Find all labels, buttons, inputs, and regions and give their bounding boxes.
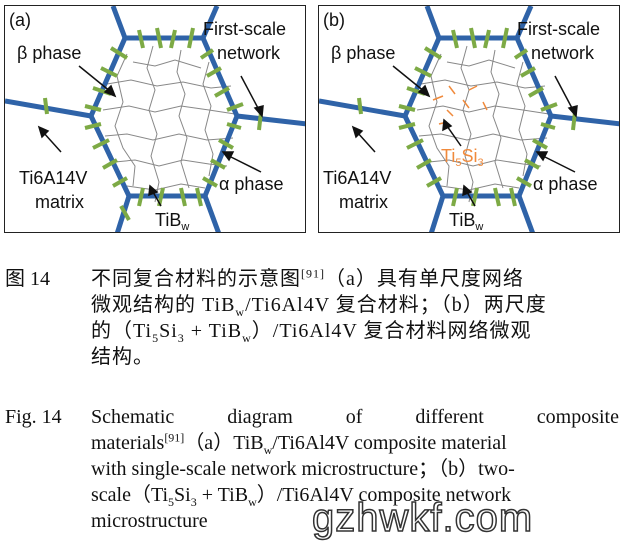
caption-cn-number: 图 14 [5,268,50,290]
first-scale-network [5,6,305,232]
first-scale-label-line1: First-scale [517,19,600,39]
tibw-label: TiBw [155,210,189,233]
alpha-phase-label: α phase [533,174,597,194]
alpha-phase-label: α phase [219,174,283,194]
caption-en-line3: with single-scale network microstructure… [91,458,515,480]
tibw-label: TiBw [449,210,483,233]
caption-cn-line2: 微观结构的 TiBw/Ti6Al4V 复合材料；（b）两尺度 [91,294,547,319]
ti5si3-particles [432,85,488,125]
beta-phase-label: β phase [17,43,81,63]
first-scale-label-line2: network [531,43,595,63]
watermark-text: gzhwkf.com [311,495,534,541]
first-scale-label-line1: First-scale [203,19,286,39]
caption-en-line1: Schematic diagram of different composite [91,406,619,428]
beta-phase-label: β phase [331,43,395,63]
matrix-label-line2: matrix [35,192,84,212]
caption-en-line4: scale（Ti5Si3 + TiBw）/Ti6Al4V composite n… [91,484,512,509]
panel-b-drawing: (b) β phase First-scale network Ti6A14V … [319,6,619,233]
annotation-arrows [351,65,578,207]
figure-panel-b: (b) β phase First-scale network Ti6A14V … [318,5,620,233]
caption-en-line5: microstructure [91,510,208,532]
caption-cn-text: 不同复合材料的示意图[91]（a）具有单尺度网络 微观结构的 TiBw/Ti6A… [91,266,619,370]
caption-en-line2: materials[91]（a）TiBw/Ti6Al4V composite m… [91,430,507,457]
figure-panel-a: (a) β phase First-scale network Ti6A14V … [4,5,306,233]
caption-en-text: Schematic diagram of different composite… [91,404,619,534]
matrix-label-line1: Ti6A14V [323,168,391,188]
matrix-label-line1: Ti6A14V [19,168,87,188]
caption-en-number: Fig. 14 [5,406,62,428]
ti5si3-label: Ti5Si3 [441,146,484,169]
annotation-arrows [37,65,264,207]
caption-cn-line1: 不同复合材料的示意图[91]（a）具有单尺度网络 [91,266,524,290]
caption-cn-line4: 结构。 [91,346,154,368]
grain-boundaries [102,45,236,203]
panel-a-tag: (a) [9,10,31,30]
caption-cn-line3: 的（Ti5Si3 + TiBw）/Ti6Al4V 复合材料网络微观 [91,320,532,345]
panel-b-tag: (b) [323,10,345,30]
first-scale-label-line2: network [217,43,281,63]
matrix-label-line2: matrix [339,192,388,212]
panel-a-drawing: (a) β phase First-scale network Ti6A14V … [5,6,305,233]
